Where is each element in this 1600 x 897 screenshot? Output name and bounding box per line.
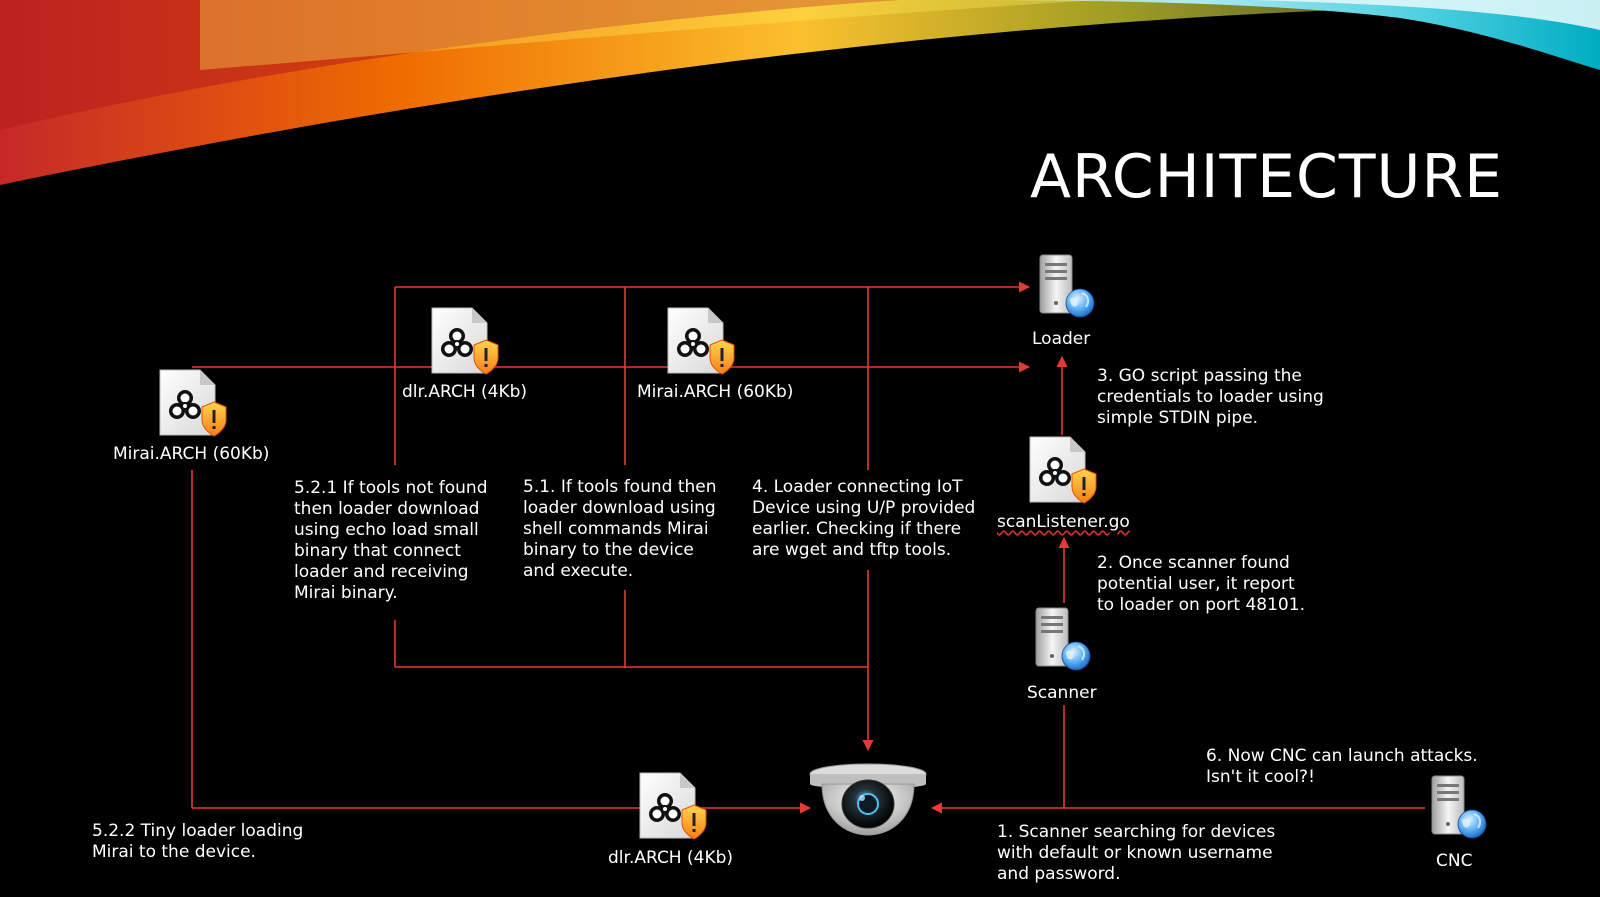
- step-5-2-2-text: 5.2.2 Tiny loader loading Mirai to the d…: [92, 821, 304, 862]
- dlr-bottom-label: dlr.ARCH (4Kb): [608, 848, 734, 868]
- scanlistener-file-icon: [1029, 436, 1097, 504]
- decorative-swoosh: [0, 0, 1600, 185]
- loader-label: Loader: [1032, 329, 1091, 349]
- step-5-1-text: 5.1. If tools found then loader download…: [523, 477, 717, 581]
- cnc-label: CNC: [1436, 851, 1473, 871]
- step-4-text: 4. Loader connecting IoT Device using U/…: [752, 477, 976, 560]
- mirai-top-label: Mirai.ARCH (60Kb): [637, 382, 794, 402]
- dlr-top-file-icon: [431, 307, 499, 375]
- step-5-2-1-text: 5.2.1 If tools not found then loader dow…: [294, 478, 488, 603]
- dlr-top-label: dlr.ARCH (4Kb): [402, 382, 528, 402]
- slide-title: ARCHITECTURE: [1030, 142, 1504, 212]
- security-camera-icon: [809, 763, 927, 836]
- connectors: [191, 281, 1425, 814]
- step-1-text: 1. Scanner searching for devices with de…: [997, 822, 1276, 884]
- dlr-bottom-file-icon: [639, 772, 707, 840]
- loader-server-icon: [1039, 254, 1095, 318]
- mirai-left-file-icon: [159, 369, 227, 437]
- mirai-left-label: Mirai.ARCH (60Kb): [113, 444, 270, 464]
- mirai-top-file-icon: [667, 307, 735, 375]
- scanner-server-icon: [1035, 607, 1091, 671]
- step-6-text: 6. Now CNC can launch attacks. Isn't it …: [1206, 746, 1478, 787]
- scanner-label: Scanner: [1027, 683, 1097, 703]
- step-3-text: 3. GO script passing the credentials to …: [1097, 366, 1324, 428]
- step-2-text: 2. Once scanner found potential user, it…: [1097, 553, 1305, 615]
- scanlistener-label: scanListener.go: [997, 512, 1130, 532]
